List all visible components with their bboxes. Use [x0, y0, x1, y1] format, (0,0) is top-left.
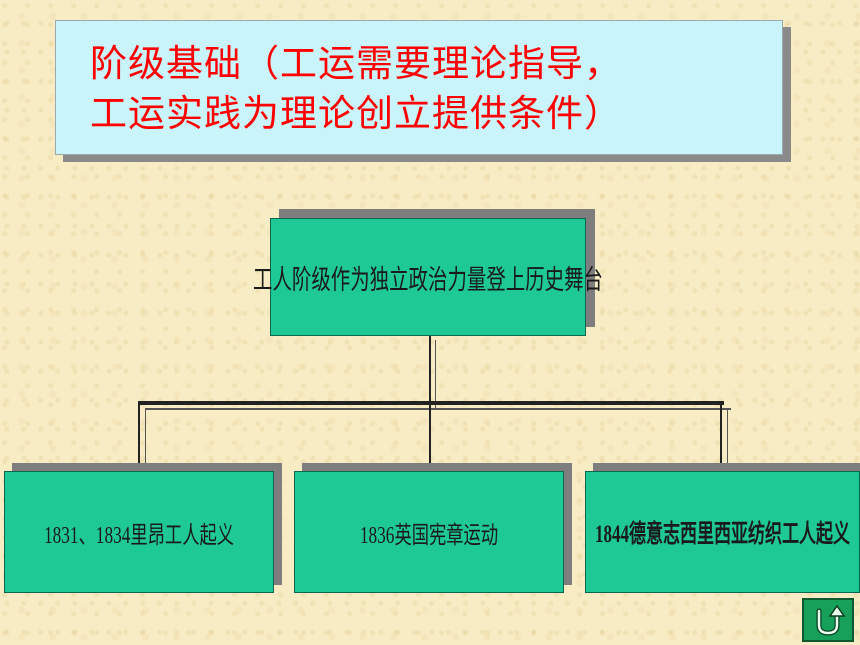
root-stem-line-shadow	[435, 340, 436, 410]
horizontal-bar-shadow	[145, 408, 731, 410]
child-node-3: 1844德意志西里西亚纺织工人起义	[585, 471, 860, 593]
child-node-3-label: 1844德意志西里西亚纺织工人起义	[595, 521, 851, 548]
child-node-1: 1831、1834里昂工人起义	[4, 471, 274, 593]
left-branch-line-shadow	[145, 408, 146, 468]
root-node: 工人阶级作为独立政治力量登上历史舞台	[253, 218, 603, 336]
title-box: 阶级基础（工运需要理论指导， 工运实践为理论创立提供条件）	[55, 20, 783, 155]
title-line-2: 工运实践为理论创立提供条件）	[90, 92, 622, 135]
child-node-2: 1836英国宪章运动	[294, 471, 564, 593]
middle-branch-line	[429, 401, 431, 467]
root-node-label: 工人阶级作为独立政治力量登上历史舞台	[253, 264, 603, 295]
right-branch-line	[720, 401, 722, 467]
back-button[interactable]	[802, 598, 854, 642]
right-branch-line-shadow	[727, 408, 728, 468]
title-line-1: 阶级基础（工运需要理论指导，	[90, 42, 622, 85]
return-arrow-icon	[816, 604, 846, 636]
horizontal-bar	[138, 401, 724, 405]
child-node-2-label: 1836英国宪章运动	[359, 522, 499, 549]
root-stem-line	[429, 333, 431, 403]
left-branch-line	[138, 401, 140, 467]
child-node-1-label: 1831、1834里昂工人起义	[43, 522, 235, 549]
